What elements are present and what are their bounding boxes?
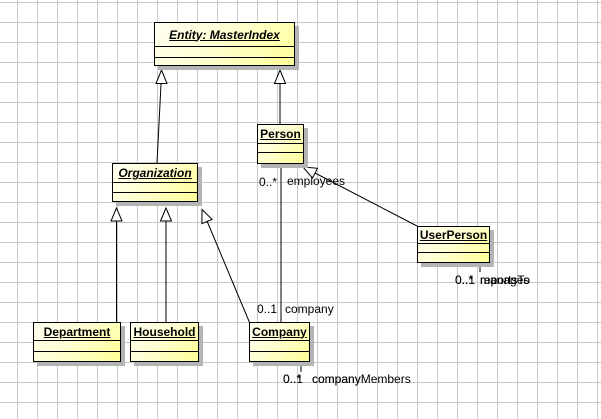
attributes-compartment [250,341,309,352]
class-company[interactable]: Company [249,322,310,362]
generalization-line-userperson-person[interactable] [314,172,418,227]
class-name[interactable]: Household [131,323,198,341]
role-employees[interactable]: employees [287,174,346,188]
multiplicity-company[interactable]: 0..1 [257,302,278,316]
operations-compartment [34,352,120,361]
operations-compartment [131,352,198,361]
operations-compartment [155,58,294,65]
class-name[interactable]: Organization [113,164,197,183]
role-reportsto[interactable]: reportsTo [480,273,531,287]
multiplicity-manages[interactable]: 0..1 [455,273,476,287]
attributes-compartment [418,244,489,253]
class-userperson[interactable]: UserPerson [417,226,490,263]
generalization-arrow-organization-middle[interactable] [159,206,173,222]
class-household[interactable]: Household [130,322,199,362]
generalization-arrow-organization-left[interactable] [110,206,123,222]
class-entity-masterindex[interactable]: Entity: MasterIndex [154,22,295,66]
multiplicity-employees[interactable]: 0..* [259,175,278,189]
operations-compartment [250,352,309,361]
class-person[interactable]: Person [257,124,304,164]
operations-compartment [258,153,303,163]
attributes-compartment [34,341,120,352]
multiplicity-companymembers[interactable]: 0..* [283,372,302,386]
class-name[interactable]: UserPerson [418,228,489,244]
class-name[interactable]: Department [34,323,120,341]
role-company[interactable]: company [285,302,334,316]
attributes-compartment [258,144,303,153]
class-name[interactable]: Entity: MasterIndex [155,23,294,47]
multiplicity-company-overlay[interactable]: 0..1 [283,372,304,386]
multiplicity-reportsto[interactable]: 0..* [455,273,474,287]
generalization-line-organization-masterindex[interactable] [156,83,162,164]
role-manages[interactable]: manages [480,273,530,287]
class-department[interactable]: Department [33,322,121,362]
operations-compartment [113,193,197,201]
role-company-overlay[interactable]: company [312,372,361,386]
operations-compartment [418,253,489,262]
class-name[interactable]: Company [250,323,309,341]
generalization-arrow-masterindex-left[interactable] [155,68,168,84]
generalization-line-company-organization[interactable] [206,220,252,327]
role-companymembers[interactable]: companyMembers [312,372,411,386]
generalization-arrow-masterindex-right[interactable] [273,68,287,84]
class-name[interactable]: Person [258,125,303,144]
class-organization[interactable]: Organization [112,163,198,202]
attributes-compartment [113,183,197,193]
attributes-compartment [155,47,294,58]
attributes-compartment [131,341,198,352]
